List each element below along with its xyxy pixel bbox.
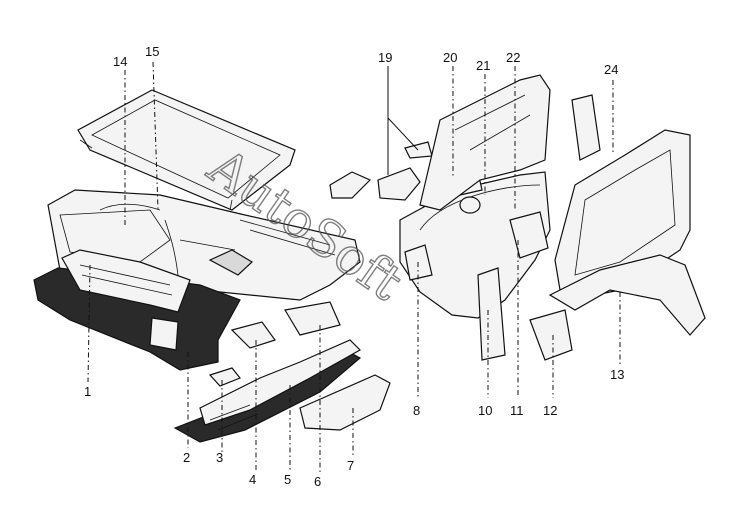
callout-6: 6: [314, 474, 321, 489]
part-quarter-panel: [548, 94, 706, 336]
part-small-brackets: [329, 141, 433, 201]
callout-20: 20: [443, 50, 457, 65]
callout-labels: 1 2 3 4 5 6 7 8 10 11 12 13 14 15 19 20 …: [84, 44, 624, 489]
part-pillars: [477, 211, 573, 361]
callout-10: 10: [478, 403, 492, 418]
callout-8: 8: [413, 403, 420, 418]
callout-15: 15: [145, 44, 159, 59]
callout-3: 3: [216, 450, 223, 465]
part-rear-shelf: [77, 89, 296, 211]
callout-24: 24: [604, 62, 618, 77]
part-wheel-arch-inner: [399, 74, 551, 319]
callout-19: 19: [378, 50, 392, 65]
callout-11: 11: [510, 403, 524, 418]
callout-5: 5: [284, 472, 291, 487]
callout-14: 14: [113, 54, 127, 69]
callout-12: 12: [543, 403, 557, 418]
callout-1: 1: [84, 384, 91, 399]
callout-7: 7: [347, 458, 354, 473]
callout-22: 22: [506, 50, 520, 65]
callout-2: 2: [183, 450, 190, 465]
callout-13: 13: [610, 367, 624, 382]
part-floor-rails: [173, 301, 391, 443]
leader-lines: [87, 61, 621, 472]
callout-4: 4: [249, 472, 256, 487]
callout-21: 21: [476, 58, 490, 73]
part-boot-floor: [33, 249, 241, 371]
